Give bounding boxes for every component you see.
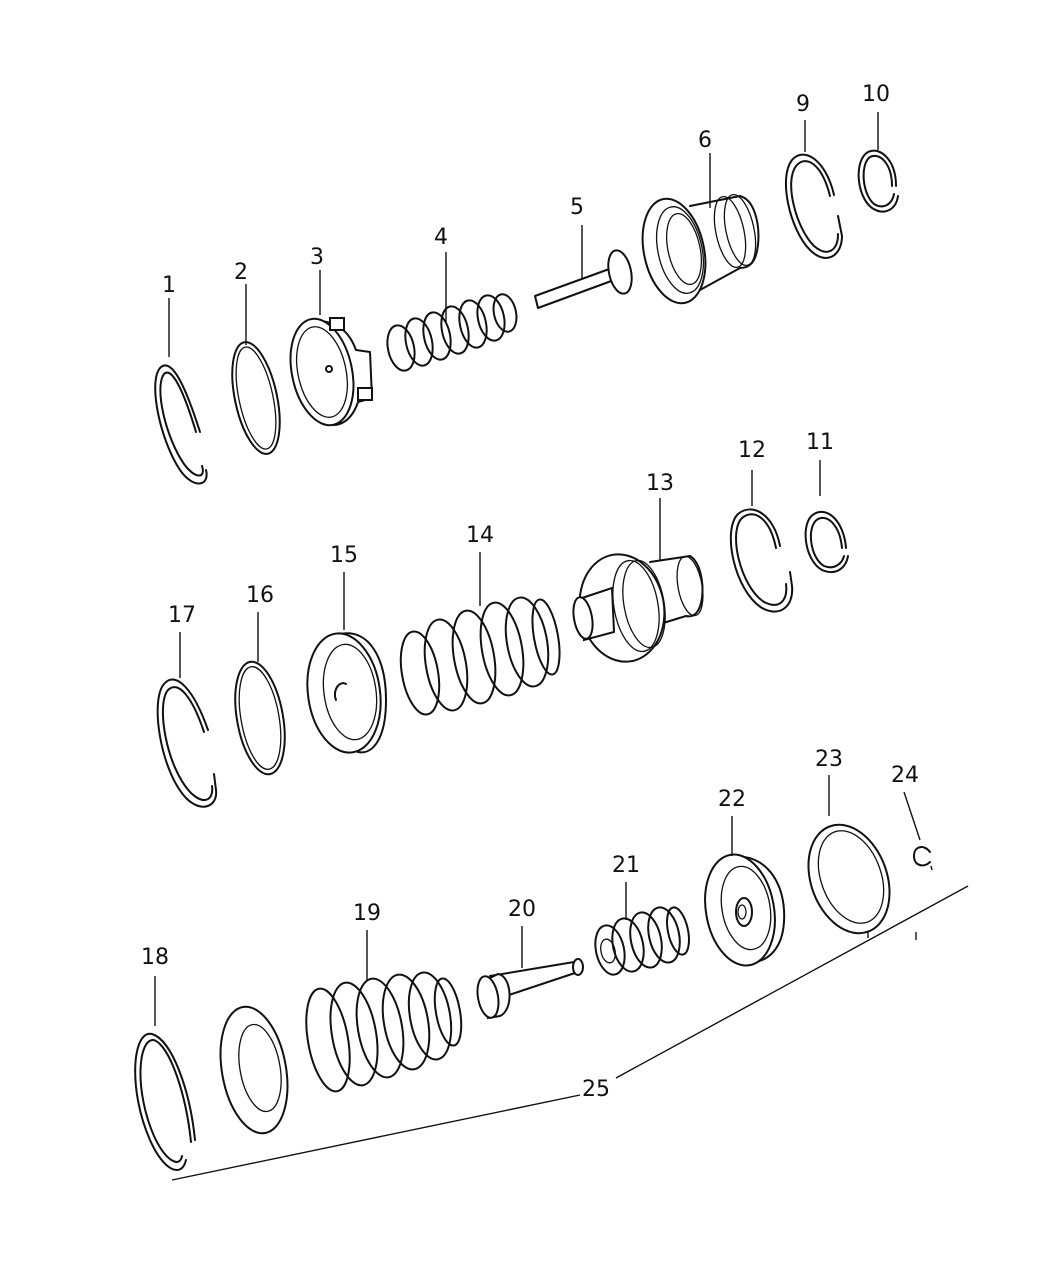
callout-2: 2 xyxy=(234,260,248,285)
callout-25: 25 xyxy=(582,1077,610,1102)
leader-24 xyxy=(903,791,921,841)
callout-13: 13 xyxy=(646,471,674,496)
callout-17: 17 xyxy=(168,603,196,628)
part-10-snap-ring xyxy=(857,149,899,213)
part-18-snap-ring xyxy=(134,1032,196,1171)
part-15-piston xyxy=(306,632,387,754)
callout-12: 12 xyxy=(738,438,766,463)
callout-11: 11 xyxy=(806,430,834,455)
part-3-piston xyxy=(289,317,373,427)
part-4-spring xyxy=(386,293,518,372)
callout-14: 14 xyxy=(466,523,494,548)
part-19-spring xyxy=(305,971,463,1093)
callout-24: 24 xyxy=(891,763,919,788)
callout-23: 23 xyxy=(815,747,843,772)
part-5-pin xyxy=(534,249,633,309)
retainer-disc xyxy=(219,1005,289,1135)
callout-4: 4 xyxy=(434,225,448,250)
callout-15: 15 xyxy=(330,543,358,568)
callout-1: 1 xyxy=(162,273,176,298)
part-14-spring xyxy=(399,596,561,716)
callout-22: 22 xyxy=(718,787,746,812)
callout-19: 19 xyxy=(353,901,381,926)
callout-21: 21 xyxy=(612,853,640,878)
part-21-spring xyxy=(594,906,690,976)
callout-18: 18 xyxy=(141,945,169,970)
callout-20: 20 xyxy=(508,897,536,922)
callout-3: 3 xyxy=(310,245,324,270)
callout-16: 16 xyxy=(246,583,274,608)
part-13-valve xyxy=(572,553,704,663)
part-24-clip xyxy=(913,846,933,871)
part-22-piston xyxy=(704,853,786,967)
part-20-plunger xyxy=(476,958,584,1020)
callout-10: 10 xyxy=(862,82,890,107)
part-23-seal-ring xyxy=(807,823,891,938)
part-11-snap-ring xyxy=(804,511,849,574)
callout-6: 6 xyxy=(698,128,712,153)
part-6-valve-body xyxy=(641,194,760,305)
part-12-snap-ring xyxy=(729,508,794,613)
part-1-snap-ring xyxy=(154,364,208,485)
leader-25-assembly xyxy=(171,885,969,1181)
part-2-seal-ring xyxy=(231,341,281,455)
callout-9: 9 xyxy=(796,92,810,117)
callout-5: 5 xyxy=(570,195,584,220)
part-17-snap-ring xyxy=(156,678,218,808)
part-9-snap-ring xyxy=(784,153,843,259)
part-16-seal-ring xyxy=(234,660,286,776)
